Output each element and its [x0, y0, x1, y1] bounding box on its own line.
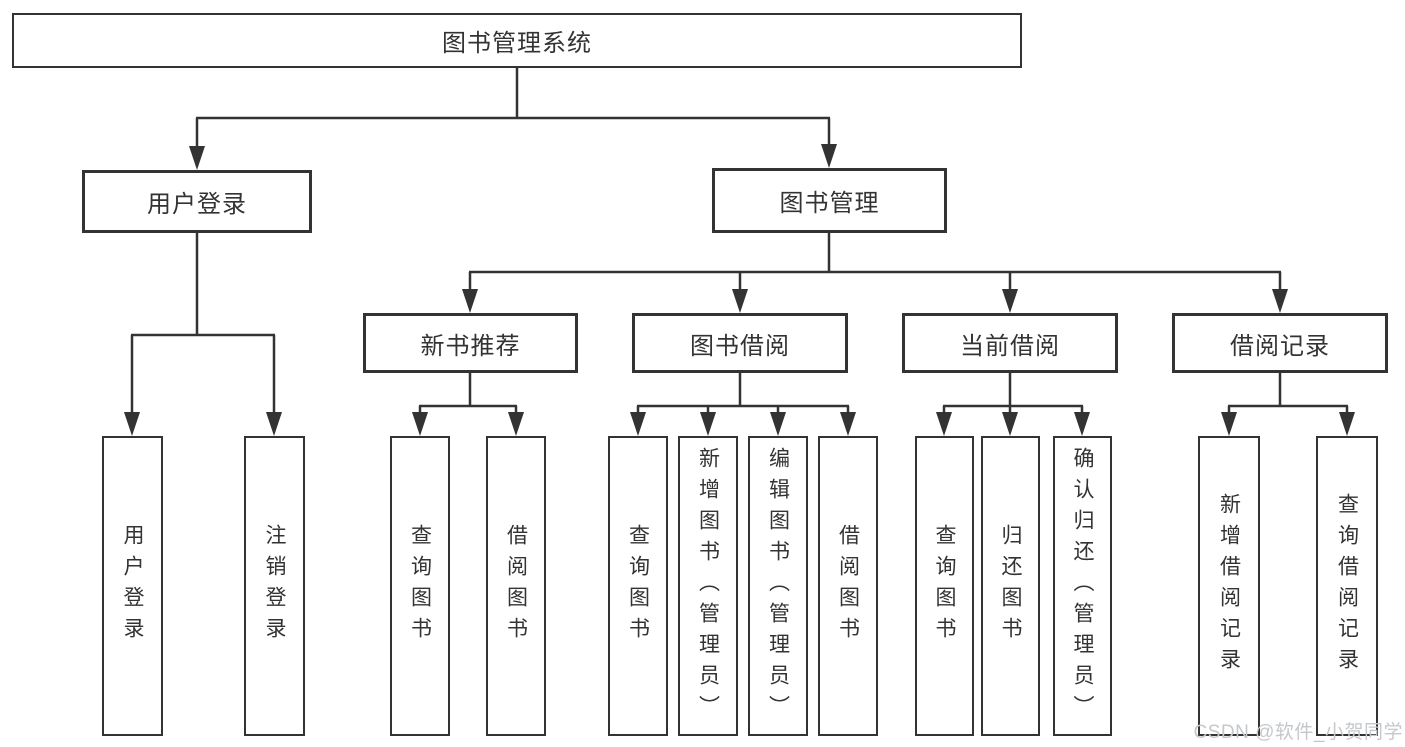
leaf-query-borrow-record: 查询借阅记录 — [1316, 436, 1378, 736]
leaf-logout-label: 注销登录 — [263, 524, 287, 648]
node-user-login: 用户登录 — [82, 170, 312, 233]
leaf-query-books-recommend-label: 查询图书 — [408, 524, 432, 648]
leaf-query-books-current: 查询图书 — [915, 436, 974, 736]
leaf-add-borrow-record-label: 新增借阅记录 — [1217, 493, 1241, 679]
leaf-query-borrow-record-label: 查询借阅记录 — [1335, 493, 1359, 679]
leaf-query-books-borrow-label: 查询图书 — [626, 524, 650, 648]
leaf-return-books-label: 归还图书 — [999, 524, 1023, 648]
node-borrow-records-label: 借阅记录 — [1230, 332, 1330, 360]
leaf-query-books-borrow: 查询图书 — [608, 436, 668, 736]
node-root: 图书管理系统 — [12, 13, 1022, 68]
node-current-borrow: 当前借阅 — [902, 313, 1118, 373]
leaf-edit-books-admin-label: 编辑图书（管理员） — [766, 446, 790, 726]
leaf-edit-books-admin: 编辑图书（管理员） — [748, 436, 808, 736]
leaf-borrow-books-recommend-label: 借阅图书 — [504, 524, 528, 648]
node-book-management-label: 图书管理 — [779, 190, 880, 217]
leaf-borrow-books-label: 借阅图书 — [836, 524, 860, 648]
node-current-borrow-label: 当前借阅 — [960, 332, 1060, 360]
leaf-add-books-admin: 新增图书（管理员） — [678, 436, 738, 736]
leaf-borrow-books: 借阅图书 — [818, 436, 878, 736]
leaf-user-login-label: 用户登录 — [121, 524, 145, 648]
leaf-return-books: 归还图书 — [981, 436, 1040, 736]
node-new-book-recommend-label: 新书推荐 — [420, 332, 521, 360]
leaf-query-books-current-label: 查询图书 — [933, 524, 957, 648]
csdn-watermark: CSDN @软件_小贺同学 — [1193, 722, 1403, 743]
leaf-confirm-return-admin: 确认归还（管理员） — [1053, 436, 1112, 736]
node-book-borrow: 图书借阅 — [632, 313, 848, 373]
node-borrow-records: 借阅记录 — [1172, 313, 1388, 373]
leaf-borrow-books-recommend: 借阅图书 — [486, 436, 546, 736]
leaf-add-books-admin-label: 新增图书（管理员） — [696, 446, 720, 726]
node-new-book-recommend: 新书推荐 — [363, 313, 578, 373]
node-book-management: 图书管理 — [712, 168, 947, 233]
leaf-query-books-recommend: 查询图书 — [390, 436, 450, 736]
leaf-user-login: 用户登录 — [102, 436, 163, 736]
node-root-label: 图书管理系统 — [442, 30, 592, 57]
leaf-confirm-return-admin-label: 确认归还（管理员） — [1071, 446, 1095, 726]
node-book-borrow-label: 图书借阅 — [690, 332, 790, 360]
leaf-logout: 注销登录 — [244, 436, 305, 736]
node-user-login-label: 用户登录 — [147, 191, 247, 218]
leaf-add-borrow-record: 新增借阅记录 — [1198, 436, 1260, 736]
